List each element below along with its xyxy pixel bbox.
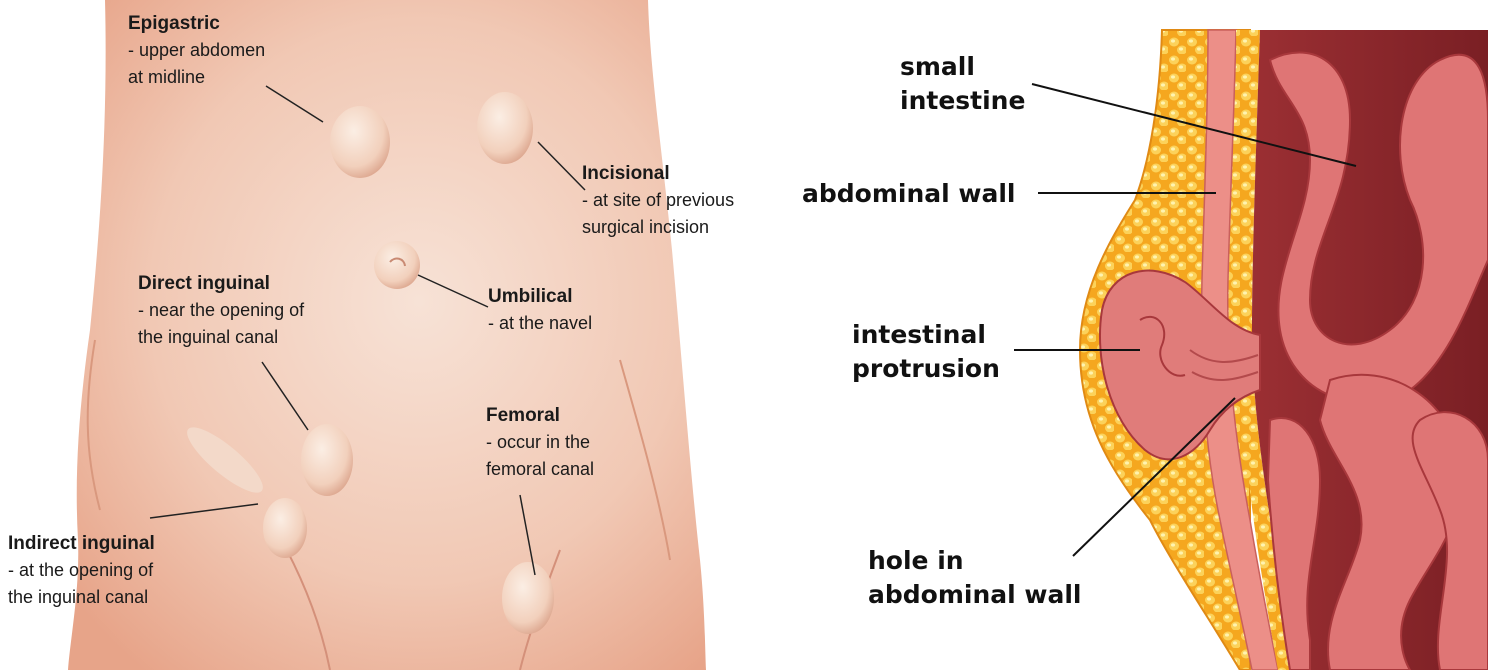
label-title: Direct inguinal [138,270,304,297]
label-desc: - near the opening of the inguinal canal [138,297,304,351]
label-desc: - at the opening of the inguinal canal [8,557,155,611]
hernia-locations-panel: Epigastric - upper abdomen at midline In… [0,0,790,670]
label-title: Umbilical [488,283,592,310]
label-title: Epigastric [128,10,265,37]
label-title: Incisional [582,160,734,187]
label-desc: - at site of previous surgical incision [582,187,734,241]
label-desc: - at the navel [488,310,592,337]
hernia-cross-section-panel: small intestine abdominal wall intestina… [790,0,1488,670]
label-small-intestine: small intestine [900,50,1025,118]
label-abdominal-wall: abdominal wall [802,177,1016,211]
label-femoral: Femoral - occur in the femoral canal [486,402,594,483]
label-epigastric: Epigastric - upper abdomen at midline [128,10,265,91]
label-desc: - occur in the femoral canal [486,429,594,483]
label-incisional: Incisional - at site of previous surgica… [582,160,734,241]
incisional-bulge [477,92,533,164]
label-umbilical: Umbilical - at the navel [488,283,592,337]
femoral-bulge [502,562,554,634]
indirect-inguinal-bulge [263,498,307,558]
label-direct-inguinal: Direct inguinal - near the opening of th… [138,270,304,351]
label-desc: - upper abdomen at midline [128,37,265,91]
umbilical-bulge [374,241,420,289]
label-intestinal-protrusion: intestinal protrusion [852,318,1000,386]
direct-inguinal-bulge [301,424,353,496]
epigastric-bulge [330,106,390,178]
label-title: Indirect inguinal [8,530,155,557]
label-title: Femoral [486,402,594,429]
label-indirect-inguinal: Indirect inguinal - at the opening of th… [8,530,155,611]
label-hole-in-abdominal-wall: hole in abdominal wall [868,544,1082,612]
